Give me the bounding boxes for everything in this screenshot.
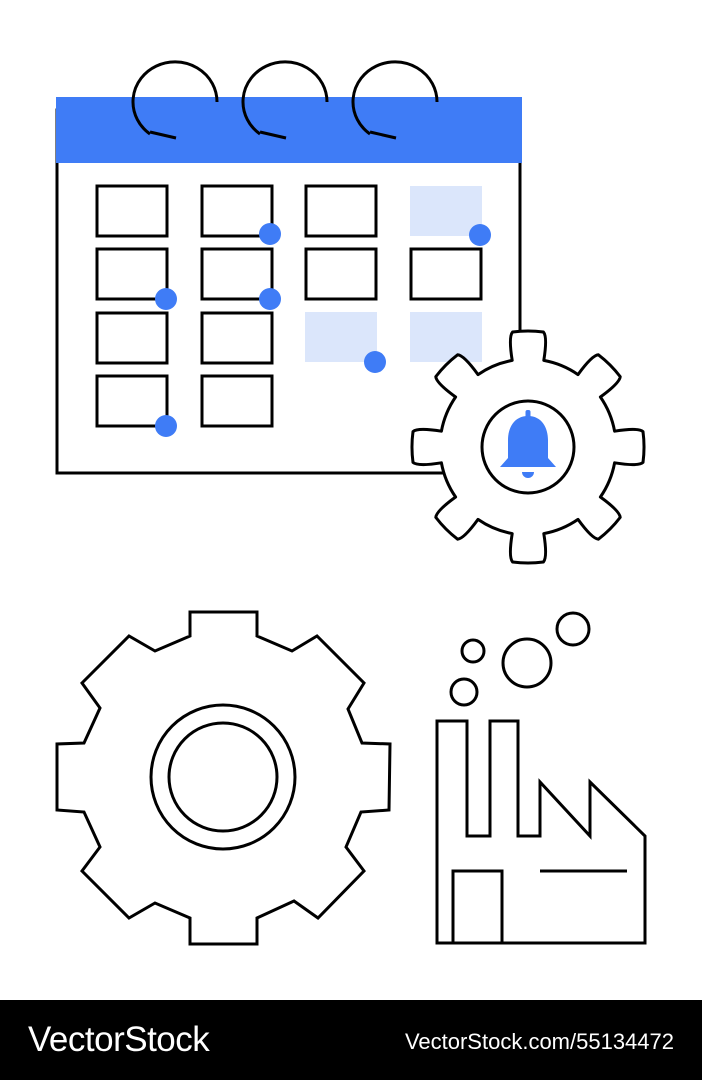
calendar-body [55,108,522,475]
bell-top [525,410,531,418]
calendar-cell [200,374,274,428]
binder-ring [241,60,329,136]
calendar-cell [304,247,378,301]
factory-icon [435,611,647,945]
calendar-header-bar [56,97,522,163]
calendar-cell [95,311,169,365]
watermark-footer: VectorStock VectorStock.com/55134472 [0,1000,702,1080]
binder-ring [131,60,219,136]
calendar-cell [409,247,483,301]
binder-ring [369,130,397,140]
settings-gear-outline [55,610,392,946]
settings-gear-ring [149,703,297,851]
bell-icon [500,410,556,478]
calendar-cell [200,184,274,238]
calendar-cell-highlighted [305,312,377,362]
smoke-bubble [555,611,591,647]
binder-ring [259,130,287,140]
binder-ring [149,130,177,140]
calendar-cell [95,184,169,238]
binder-ring [351,60,439,136]
event-dot [259,223,281,245]
gear-with-bell-icon [410,329,646,565]
calendar-cell [200,311,274,365]
event-dot [364,351,386,373]
calendar-icon [55,60,522,475]
calendar-cell [200,247,274,301]
smoke-bubble [460,638,486,664]
gear-icon [55,610,392,946]
event-dot [155,288,177,310]
bell-body [500,416,556,467]
event-dot [155,415,177,437]
illustration [55,60,647,946]
calendar-cell-highlighted [410,186,482,236]
calendar-cell [95,374,169,428]
event-dot [469,224,491,246]
factory-outline [435,719,647,945]
calendar-cell [304,184,378,238]
settings-gear-hole [167,721,279,833]
event-dot [259,288,281,310]
smoke-bubble [449,677,479,707]
watermark-brand: VectorStock [28,1020,210,1059]
bell-clapper [522,472,534,478]
smoke-bubble [501,637,553,689]
factory-door [451,869,504,945]
event-dots [155,223,491,437]
watermark-reference: VectorStock.com/55134472 [404,1029,674,1054]
calendar-cell-highlighted [410,312,482,362]
calendar-cell [95,247,169,301]
